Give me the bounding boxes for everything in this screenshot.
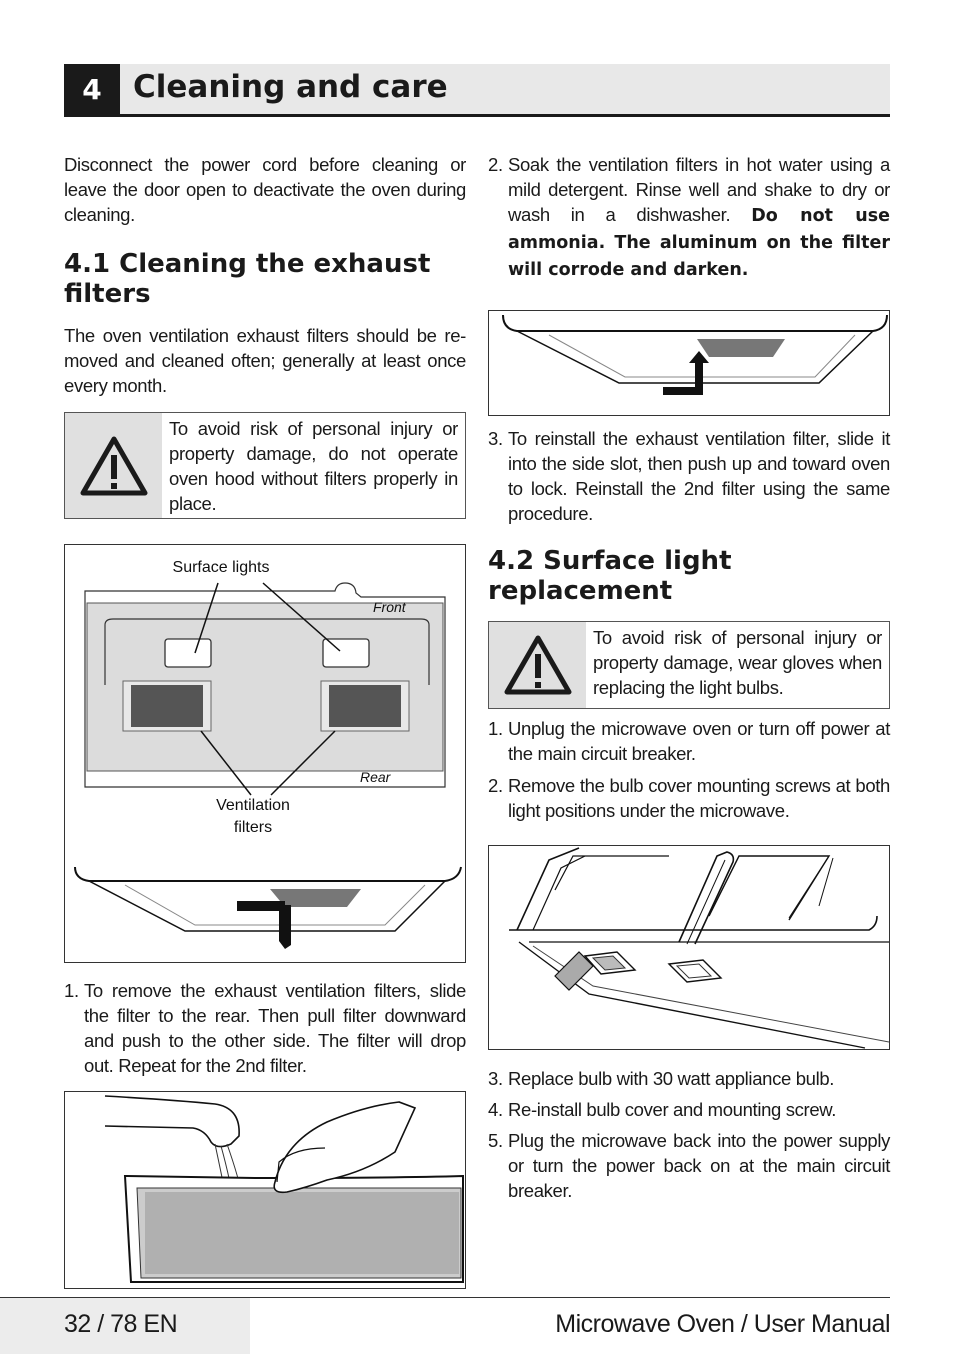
intro-text: Disconnect the power cord before cleanin… <box>64 154 466 225</box>
light-step-2: 2. Remove the bulb cover mounting screws… <box>488 773 890 823</box>
section-4-1-text: The oven ventilation exhaust filters sho… <box>64 325 466 396</box>
light-steps-b: 3. Replace bulb with 30 watt appliance b… <box>488 1066 890 1203</box>
footer-divider <box>0 1297 890 1298</box>
step-3-text: To reinstall the exhaust ventilation fil… <box>508 428 890 524</box>
light-step-1-text: Unplug the microwave oven or turn off po… <box>508 718 890 764</box>
figure-reinstall-filter <box>488 310 890 416</box>
step-3-number: 3. <box>488 428 503 449</box>
light-step-4-number: 4. <box>488 1099 503 1120</box>
step-1: 1. To remove the exhaust ventilation fil… <box>64 978 466 1078</box>
label-front: Front <box>373 599 406 615</box>
section-4-1-title: 4.1 Cleaning the exhaust filters <box>64 249 431 309</box>
warning-text-lights: To avoid risk of personal injury or prop… <box>593 627 882 698</box>
label-surface-lights: Surface lights <box>172 559 270 576</box>
light-steps-a: 1. Unplug the microwave oven or turn off… <box>488 716 890 823</box>
light-step-1: 1. Unplug the microwave oven or turn off… <box>488 716 890 766</box>
warning-icon <box>489 622 586 708</box>
section-4-2-title: 4.2 Surface light replacement <box>488 546 732 606</box>
filter-diagram-illustration <box>74 582 462 949</box>
step-2-warning-bold: Do not use ammonia. The aluminum on the … <box>508 206 891 280</box>
step-1-text: To remove the exhaust ventilation filter… <box>84 980 466 1076</box>
step-1-number: 1. <box>64 980 79 1001</box>
reinstall-filter-illustration <box>502 314 888 395</box>
step-2-content: Soak the ventilation filters in hot wate… <box>508 152 890 283</box>
step-2-text: Soak the ventilation filters in hot wate… <box>508 154 890 225</box>
light-step-5-number: 5. <box>488 1130 503 1151</box>
figure-bulb-cover <box>488 845 890 1050</box>
light-step-3-number: 3. <box>488 1068 503 1089</box>
step-3: 3. To reinstall the exhaust ventilation … <box>488 426 890 526</box>
chapter-number: 4 <box>64 64 120 114</box>
warning-box-filters: To avoid risk of personal injury or prop… <box>64 412 466 519</box>
step-2: 2. Soak the ventilation filters in hot w… <box>488 152 890 283</box>
light-step-4-text: Re-install bulb cover and mounting screw… <box>508 1099 837 1120</box>
light-step-3: 3. Replace bulb with 30 watt appliance b… <box>488 1066 890 1091</box>
light-step-5: 5. Plug the microwave back into the powe… <box>488 1128 890 1203</box>
light-step-1-number: 1. <box>488 718 503 739</box>
light-step-4: 4. Re-install bulb cover and mounting sc… <box>488 1097 890 1122</box>
label-ventilation-filters: Ventilation filters <box>193 795 313 839</box>
light-step-3-text: Replace bulb with 30 watt appliance bulb… <box>508 1068 835 1089</box>
footer-document-title: Microwave Oven / User Manual <box>555 1310 890 1338</box>
figure-washing-filter <box>64 1091 466 1289</box>
footer-page-number: 32 / 78 EN <box>64 1310 178 1338</box>
label-ventilation-line2: filters <box>233 819 273 836</box>
label-rear: Rear <box>360 769 391 785</box>
chapter-header: 4 Cleaning and care <box>64 64 890 117</box>
washing-filter-illustration <box>104 1095 464 1283</box>
light-step-2-number: 2. <box>488 775 503 796</box>
warning-text-filters: To avoid risk of personal injury or prop… <box>169 418 458 514</box>
figure-filter-locations: Surface lights Front Rear Ventilation fi… <box>64 544 466 963</box>
step-2-number: 2. <box>488 154 503 175</box>
right-column: 2. Soak the ventilation filters in hot w… <box>488 152 890 1203</box>
footer-page-bg <box>0 1298 250 1354</box>
warning-icon <box>65 413 162 518</box>
chapter-title: Cleaning and care <box>133 69 448 105</box>
bulb-cover-illustration <box>509 847 889 1049</box>
warning-box-lights: To avoid risk of personal injury or prop… <box>488 621 890 709</box>
left-column: Disconnect the power cord before cleanin… <box>64 152 466 1289</box>
label-ventilation-line1: Ventilation <box>216 797 290 814</box>
light-step-5-text: Plug the microwave back into the power s… <box>508 1130 890 1201</box>
light-step-2-text: Remove the bulb cover mounting screws at… <box>508 775 890 821</box>
